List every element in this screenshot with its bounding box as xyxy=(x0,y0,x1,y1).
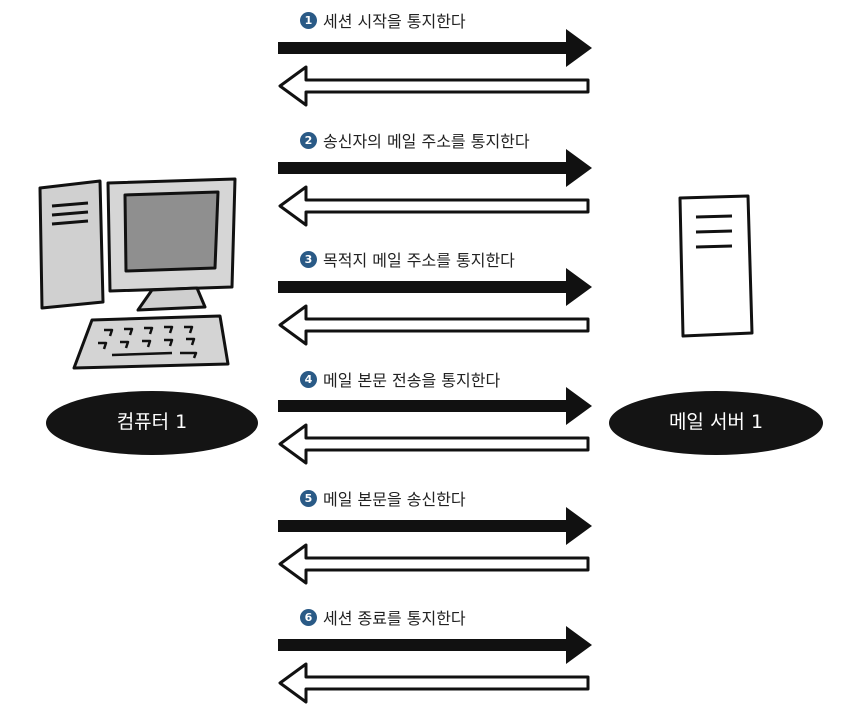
step-text: 세션 종료를 통지한다 xyxy=(323,609,466,628)
response-arrow-1 xyxy=(278,65,590,107)
step-5-caption: 5 메일 본문을 송신한다 xyxy=(300,486,466,510)
desktop-computer-icon xyxy=(38,177,237,370)
step-6-caption: 6 세션 종료를 통지한다 xyxy=(300,605,466,629)
client-node-ellipse xyxy=(46,391,258,455)
step-number-badge: 1 xyxy=(300,11,317,29)
step-number-badge: 4 xyxy=(300,370,317,388)
step-text: 세션 시작을 통지한다 xyxy=(323,12,466,31)
response-arrow-2 xyxy=(278,185,590,227)
step-number-badge: 5 xyxy=(300,489,317,507)
step-1-caption: 1 세션 시작을 통지한다 xyxy=(300,8,466,32)
server-node-label: 메일 서버 1 xyxy=(668,411,764,433)
step-2-caption: 2 송신자의 메일 주소를 통지한다 xyxy=(300,128,530,152)
request-arrow-1 xyxy=(278,29,592,67)
request-arrow-3 xyxy=(278,268,592,306)
response-arrow-5 xyxy=(278,543,590,585)
step-text: 메일 본문 전송을 통지한다 xyxy=(323,371,501,390)
step-number-badge: 6 xyxy=(300,608,317,626)
request-arrow-5 xyxy=(278,507,592,545)
response-arrow-4 xyxy=(278,423,590,465)
step-number-badge: 2 xyxy=(300,131,317,149)
request-arrow-6 xyxy=(278,626,592,664)
response-arrow-6 xyxy=(278,662,590,704)
step-text: 메일 본문을 송신한다 xyxy=(323,490,466,509)
step-text: 송신자의 메일 주소를 통지한다 xyxy=(323,132,530,151)
server-node-ellipse xyxy=(609,391,823,455)
request-arrow-2 xyxy=(278,149,592,187)
response-arrow-3 xyxy=(278,304,590,346)
step-4-caption: 4 메일 본문 전송을 통지한다 xyxy=(300,367,500,391)
arrow-layer xyxy=(278,29,592,704)
client-node-label: 컴퓨터 1 xyxy=(116,411,188,433)
step-number-badge: 3 xyxy=(300,250,317,268)
request-arrow-4 xyxy=(278,387,592,425)
step-3-caption: 3 목적지 메일 주소를 통지한다 xyxy=(300,247,515,271)
server-tower-icon xyxy=(678,194,754,338)
step-text: 목적지 메일 주소를 통지한다 xyxy=(323,251,515,270)
